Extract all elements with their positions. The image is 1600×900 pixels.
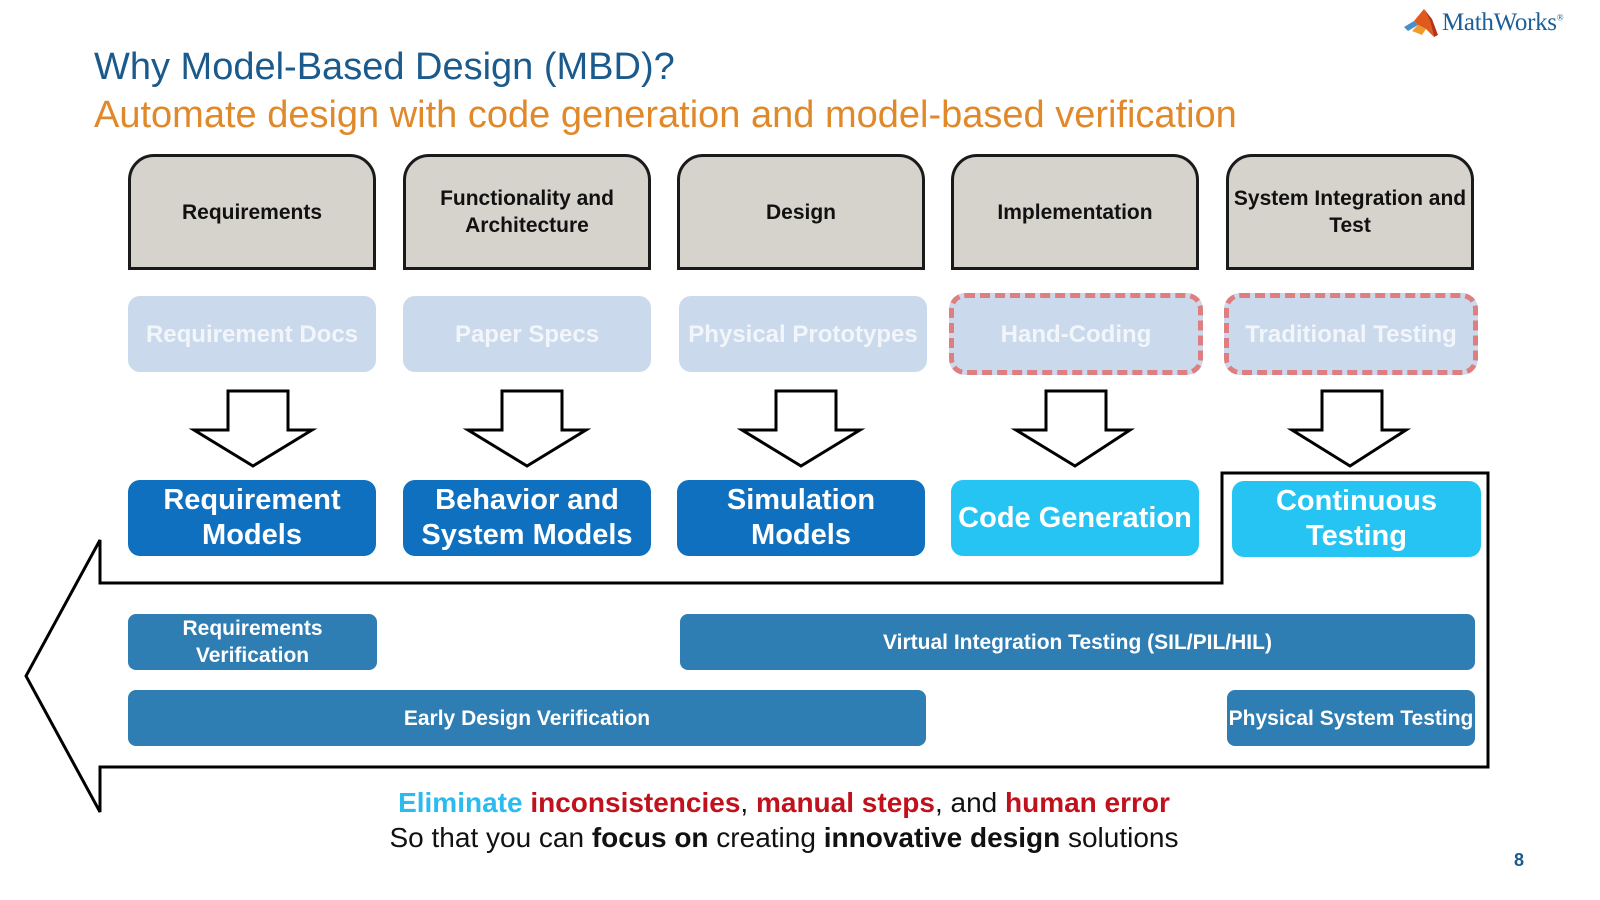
traditional-requirement-docs: Requirement Docs <box>128 296 376 372</box>
logo-wordmark: MathWorks® <box>1442 9 1564 36</box>
slide-title: Why Model-Based Design (MBD)? <box>94 46 675 88</box>
tagline-eliminate: Eliminate <box>398 787 523 818</box>
matlab-membrane-icon <box>1404 9 1438 37</box>
mbd-simulation-models: Simulation Models <box>677 480 925 556</box>
phase-design: Design <box>677 154 925 270</box>
tagline-focus-on: focus on <box>591 822 709 853</box>
traditional-testing: Traditional Testing <box>1224 293 1478 375</box>
early-design-verification-bar: Early Design Verification <box>128 690 926 746</box>
tagline-line-1: Eliminate inconsistencies, manual steps,… <box>0 787 1568 819</box>
tagline-text: , <box>740 787 756 818</box>
page-number: 8 <box>1514 850 1525 870</box>
tagline-text: creating <box>708 822 824 853</box>
tagline-innovative-design: innovative design <box>823 822 1061 853</box>
down-arrow-icon <box>462 389 592 468</box>
phase-implementation: Implementation <box>951 154 1199 270</box>
virtual-integration-testing-bar: Virtual Integration Testing (SIL/PIL/HIL… <box>680 614 1475 670</box>
down-arrow-icon <box>1010 389 1136 468</box>
requirements-verification-bar: Requirements Verification <box>128 614 377 670</box>
mbd-requirement-models: Requirement Models <box>128 480 376 556</box>
traditional-physical-prototypes: Physical Prototypes <box>679 296 927 372</box>
traditional-paper-specs: Paper Specs <box>403 296 651 372</box>
down-arrow-icon <box>188 389 318 468</box>
tagline-human-error: human error <box>1005 787 1170 818</box>
tagline-text: , and <box>934 787 1005 818</box>
phase-system-integration-test: System Integration and Test <box>1226 154 1474 270</box>
tagline-text: solutions <box>1060 822 1179 853</box>
down-arrow-icon <box>736 389 866 468</box>
slide-subtitle: Automate design with code generation and… <box>94 94 1237 136</box>
tagline-text: So that you can <box>389 822 592 853</box>
mbd-continuous-testing: Continuous Testing <box>1232 481 1481 557</box>
phase-functionality-architecture: Functionality and Architecture <box>403 154 651 270</box>
mathworks-logo: MathWorks® <box>1404 6 1594 40</box>
tagline-manual-steps: manual steps <box>755 787 935 818</box>
physical-system-testing-bar: Physical System Testing <box>1227 690 1475 746</box>
down-arrow-icon <box>1286 389 1412 468</box>
tagline-inconsistencies: inconsistencies <box>530 787 741 818</box>
mbd-code-generation: Code Generation <box>951 480 1199 556</box>
traditional-hand-coding: Hand-Coding <box>949 293 1203 375</box>
mbd-behavior-system-models: Behavior and System Models <box>403 480 651 556</box>
tagline-line-2: So that you can focus on creating innova… <box>0 822 1568 854</box>
phase-requirements: Requirements <box>128 154 376 270</box>
